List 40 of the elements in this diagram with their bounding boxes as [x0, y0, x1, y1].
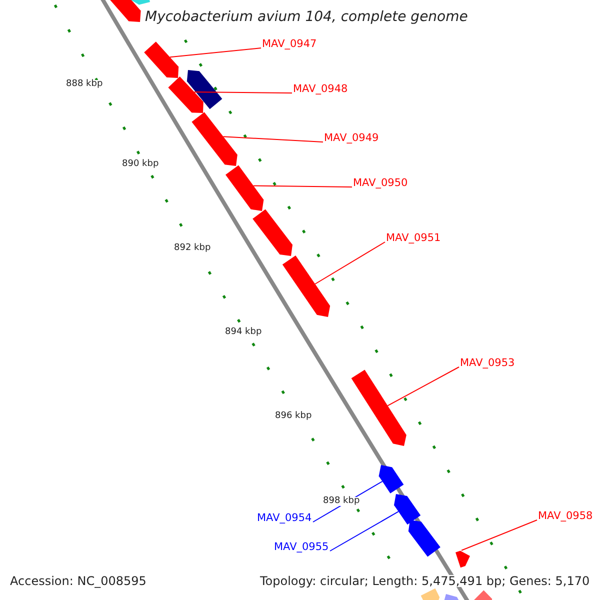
- leader-line: [387, 366, 460, 406]
- scale-label: 898 kbp: [323, 497, 360, 506]
- gene-label: MAV_0958: [538, 511, 593, 522]
- scale-label: 896 kbp: [275, 412, 312, 421]
- title: Mycobacterium avium 104, complete genome: [145, 10, 468, 24]
- gene-feature: [282, 256, 330, 317]
- gene-label: MAV_0953: [460, 358, 515, 368]
- genome-summary-text: Topology: circular; Length: 5,475,491 bp; Genes: 5,170: [260, 575, 590, 587]
- gene-feature: [378, 465, 404, 494]
- leader-line: [314, 242, 386, 284]
- gene-feature: [192, 112, 238, 166]
- gene-feature: [144, 42, 179, 78]
- gene-label: MAV_0955: [274, 542, 329, 552]
- gene-label: MAV_0950: [353, 178, 408, 188]
- gene-feature: [394, 494, 421, 525]
- scale-label: 894 kbp: [225, 328, 262, 337]
- gene-feature: [226, 165, 264, 211]
- scale-label: 890 kbp: [122, 160, 159, 169]
- scale-label: 888 kbp: [66, 80, 103, 89]
- leader-line: [222, 136, 324, 142]
- leader-line: [194, 92, 292, 94]
- gene-feature: [252, 209, 292, 256]
- gene-feature: [408, 520, 440, 557]
- gene-label: MAV_0949: [324, 133, 379, 144]
- gene-label: MAV_0947: [262, 39, 317, 50]
- gene-feature: [456, 550, 470, 568]
- accession-text: Accession: NC_008595: [10, 575, 146, 587]
- gene-label: MAV_0954: [257, 513, 312, 524]
- gene-feature: [472, 590, 492, 600]
- gene-label: MAV_0948: [293, 84, 348, 94]
- leader-line: [330, 511, 399, 552]
- scale-label: 892 kbp: [174, 244, 211, 253]
- gene-feature: [351, 370, 406, 446]
- gene-feature: [186, 70, 222, 110]
- gene-feature: [443, 594, 461, 600]
- leader-line: [461, 520, 538, 551]
- gene-feature: [168, 76, 204, 113]
- gene-label: MAV_0951: [386, 233, 441, 244]
- leader-line: [253, 185, 352, 188]
- leader-line: [169, 48, 262, 58]
